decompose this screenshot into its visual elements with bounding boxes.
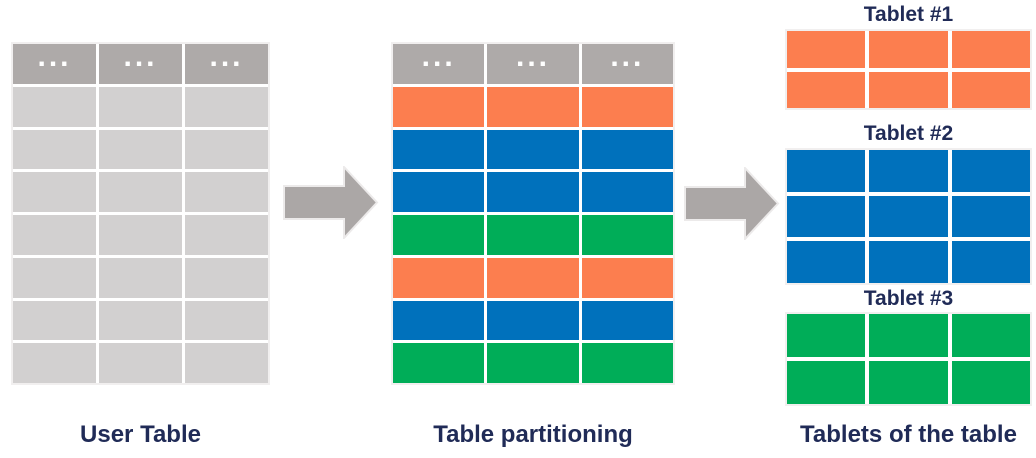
table-cell xyxy=(13,215,96,255)
table-cell xyxy=(487,86,579,127)
tablet-3-title: Tablet #3 xyxy=(863,287,954,310)
table-cell xyxy=(393,172,485,212)
table-cell xyxy=(787,71,866,108)
arrow-right-shape xyxy=(684,167,780,240)
table-cell xyxy=(787,241,866,283)
table-cell xyxy=(487,215,579,255)
user-table: ......... xyxy=(13,41,268,383)
table-cell xyxy=(487,343,579,383)
table-cell xyxy=(99,257,182,298)
table-cell xyxy=(13,129,96,170)
table-cell xyxy=(951,241,1030,283)
table-cell xyxy=(581,257,673,298)
table-cell xyxy=(951,71,1030,108)
table-cell xyxy=(581,343,673,383)
table-cell xyxy=(393,257,485,298)
table-header-cell: ... xyxy=(13,41,96,84)
table-cell xyxy=(487,300,579,341)
table-cell xyxy=(13,86,96,127)
arrow-right-shape xyxy=(283,166,379,239)
table-cell xyxy=(185,343,268,383)
table-cell xyxy=(185,215,268,255)
table-header-cell: ... xyxy=(99,41,182,84)
table-cell xyxy=(99,86,182,127)
table-cell xyxy=(487,172,579,212)
table-cell xyxy=(99,172,182,212)
table-cell xyxy=(393,300,485,341)
table-cell xyxy=(393,215,485,255)
tablet-1-table xyxy=(787,31,1030,108)
table-cell xyxy=(581,300,673,341)
table-cell xyxy=(951,150,1030,192)
table-cell xyxy=(393,129,485,170)
table-cell xyxy=(787,31,866,68)
table-cell xyxy=(99,300,182,341)
table-cell xyxy=(13,300,96,341)
table-cell xyxy=(185,257,268,298)
partitioned-table: ......... xyxy=(393,41,673,383)
table-cell xyxy=(581,129,673,170)
table-header-cell: ... xyxy=(185,41,268,84)
table-cell xyxy=(99,215,182,255)
table-cell xyxy=(951,314,1030,357)
table-cell xyxy=(581,86,673,127)
user-table-caption: User Table xyxy=(80,421,201,448)
table-cell xyxy=(185,129,268,170)
table-cell xyxy=(869,150,948,192)
table-cell xyxy=(869,314,948,357)
table-cell xyxy=(869,195,948,238)
arrow-right-icon xyxy=(283,166,379,239)
table-cell xyxy=(787,195,866,238)
table-cell xyxy=(185,86,268,127)
table-header-cell: ... xyxy=(487,41,579,84)
table-cell xyxy=(487,257,579,298)
table-cell xyxy=(787,314,866,357)
tablet-3-table xyxy=(787,314,1030,404)
table-cell xyxy=(487,129,579,170)
table-cell xyxy=(393,86,485,127)
table-cell xyxy=(99,129,182,170)
tablet-1-title: Tablet #1 xyxy=(863,3,954,26)
table-cell xyxy=(581,215,673,255)
table-cell xyxy=(99,343,182,383)
table-cell xyxy=(581,172,673,212)
table-cell xyxy=(185,172,268,212)
table-cell xyxy=(787,150,866,192)
arrow-right-icon xyxy=(684,167,780,240)
table-cell xyxy=(869,31,948,68)
table-cell xyxy=(951,31,1030,68)
tablets-caption: Tablets of the table xyxy=(800,421,1017,448)
table-cell xyxy=(869,241,948,283)
table-cell xyxy=(869,71,948,108)
tablet-2-table xyxy=(787,150,1030,283)
table-cell xyxy=(185,300,268,341)
table-cell xyxy=(951,195,1030,238)
table-cell xyxy=(13,172,96,212)
table-cell xyxy=(787,361,866,404)
partitioned-table-caption: Table partitioning xyxy=(433,421,633,448)
table-header-cell: ... xyxy=(581,41,673,84)
table-cell xyxy=(13,343,96,383)
tablet-2-title: Tablet #2 xyxy=(863,122,954,145)
table-header-cell: ... xyxy=(393,41,485,84)
table-cell xyxy=(393,343,485,383)
table-cell xyxy=(869,361,948,404)
table-cell xyxy=(951,361,1030,404)
table-cell xyxy=(13,257,96,298)
